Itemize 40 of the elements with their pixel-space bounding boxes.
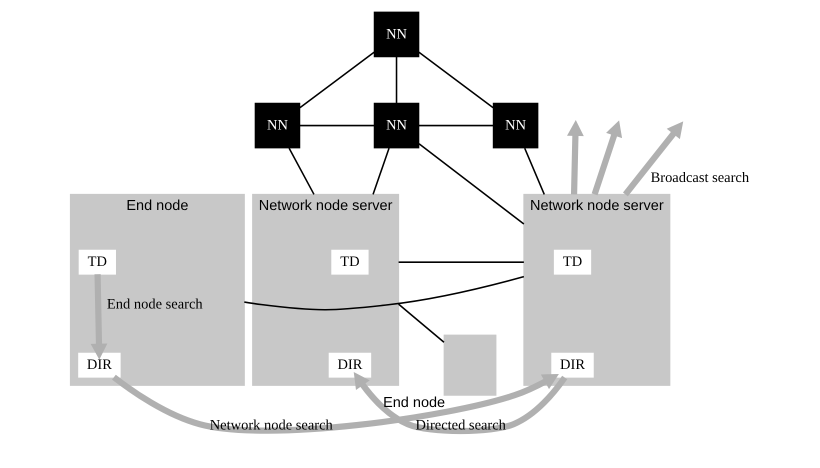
connector — [298, 52, 374, 108]
node-box: TD — [553, 250, 591, 275]
connector — [418, 124, 493, 126]
node-box: NN — [254, 102, 300, 148]
connector — [418, 52, 494, 108]
node-label: End node — [382, 394, 445, 411]
arrow — [591, 120, 622, 196]
connector — [372, 148, 390, 195]
edge-label: Network node search — [209, 418, 332, 434]
node-box — [443, 334, 496, 396]
node-box: NN — [373, 102, 419, 148]
edge-label: Directed search — [414, 418, 506, 434]
cluster — [69, 194, 244, 386]
edge-label: End node search — [106, 296, 202, 312]
arrow — [566, 120, 584, 194]
connector — [524, 148, 544, 195]
node-box: DIR — [550, 352, 594, 378]
connector — [398, 261, 524, 263]
connector — [395, 56, 397, 103]
connector — [244, 276, 524, 310]
node-label: Network node server — [530, 198, 664, 214]
cluster — [522, 194, 670, 386]
arrow — [112, 374, 558, 434]
connector — [299, 124, 374, 126]
connector — [418, 143, 524, 225]
node-box: DIR — [78, 352, 120, 378]
connector — [288, 148, 314, 195]
node-box: DIR — [328, 352, 371, 378]
node-box: NN — [373, 12, 419, 58]
node-label: End node — [126, 198, 188, 214]
edge-label: Broadcast search — [650, 170, 749, 186]
node-label: Network node server — [258, 198, 392, 214]
node-box: TD — [330, 250, 368, 275]
node-box: TD — [78, 250, 116, 275]
arrow — [90, 274, 107, 360]
arrow — [622, 121, 683, 196]
node-box: NN — [492, 102, 538, 148]
connector — [398, 304, 444, 343]
arrow — [353, 372, 567, 434]
cluster — [252, 194, 399, 386]
